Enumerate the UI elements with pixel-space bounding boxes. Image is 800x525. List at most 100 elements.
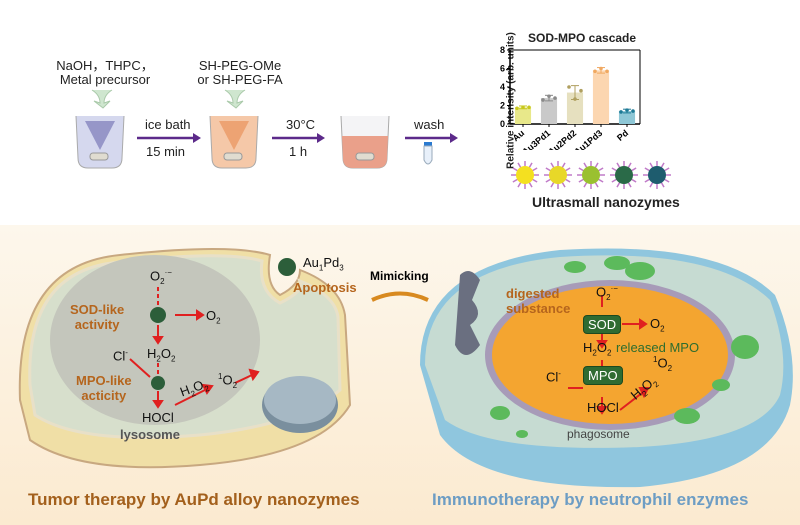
data-point bbox=[515, 106, 519, 111]
chart-title: SOD-MPO cascade bbox=[528, 31, 637, 45]
chem-symbol: O bbox=[150, 268, 161, 284]
reaction-arrows bbox=[568, 295, 650, 415]
beaker-icon bbox=[209, 115, 259, 169]
data-point bbox=[619, 110, 623, 114]
mimicking-arc bbox=[371, 291, 429, 302]
superoxide-label: O2·− bbox=[150, 268, 172, 286]
granule-icon bbox=[674, 408, 700, 424]
reagents-label-1: NaOH，THPC， Metal precursor bbox=[50, 59, 160, 87]
granule-icon bbox=[712, 379, 730, 391]
bar bbox=[592, 70, 610, 124]
sod-like-label: SOD-like activity bbox=[70, 302, 124, 332]
nanozyme-particle-icon bbox=[278, 258, 296, 276]
data-point bbox=[521, 105, 525, 110]
data-point bbox=[605, 69, 609, 74]
chem-symbol: O bbox=[222, 372, 233, 388]
data-point bbox=[547, 94, 551, 99]
o2-label: O2 bbox=[206, 308, 221, 326]
down-arrow-icon bbox=[91, 89, 113, 109]
chem-symbol: O bbox=[206, 308, 217, 323]
hocl-label: HOCl bbox=[587, 400, 619, 415]
label-line: SOD-like bbox=[70, 302, 125, 317]
bar bbox=[540, 98, 558, 124]
data-point bbox=[527, 105, 531, 110]
lysosome-label: lysosome bbox=[120, 427, 180, 442]
apoptosis-label: Apoptosis bbox=[293, 280, 357, 295]
reagents-line: NaOH，THPC， bbox=[56, 58, 154, 73]
singlet-oxygen-label: 1O2 bbox=[653, 355, 673, 373]
granule-icon bbox=[625, 262, 655, 280]
beaker-icon bbox=[340, 115, 390, 169]
o2-label: O2 bbox=[650, 316, 665, 334]
chloride-label: Cl- bbox=[546, 369, 561, 385]
singlet-oxygen-label: 1O2 bbox=[218, 372, 238, 390]
chem-symbol: H bbox=[147, 346, 157, 361]
granule-icon bbox=[564, 261, 586, 273]
data-point bbox=[593, 69, 597, 74]
y-tick-label: 4 bbox=[500, 82, 505, 92]
bar bbox=[618, 111, 636, 124]
right-panel-title: Immunotherapy by neutrophil enzymes bbox=[432, 490, 749, 509]
h2o2-label: H2O2 bbox=[147, 346, 176, 364]
label-line: substance bbox=[506, 301, 571, 316]
x-tick-label: Au bbox=[511, 128, 527, 143]
nanozyme-particle-icon bbox=[511, 161, 539, 189]
chem-sub: 3 bbox=[339, 263, 344, 273]
y-tick-label: 0 bbox=[500, 119, 505, 129]
step1-top-label: ice bath bbox=[145, 117, 191, 132]
data-point bbox=[541, 98, 545, 102]
granule-icon bbox=[604, 256, 630, 270]
particle-label: Au1Pd3 bbox=[303, 255, 344, 273]
y-tick-label: 8 bbox=[500, 45, 505, 55]
granule-icon bbox=[490, 406, 510, 420]
cells-graphic bbox=[18, 248, 793, 488]
nanozyme-particle-icon bbox=[643, 161, 671, 189]
x-tick-label: Au3Pd1 bbox=[520, 128, 552, 150]
left-panel-title: Tumor therapy by AuPd alloy nanozymes bbox=[28, 490, 360, 509]
process-arrow-icon bbox=[272, 133, 325, 143]
nanozyme-particle-icon bbox=[544, 161, 572, 189]
label-line: activity bbox=[74, 317, 120, 332]
reagents-label-2: SH-PEG-OMe or SH-PEG-FA bbox=[185, 59, 295, 87]
label-line: acticity bbox=[81, 388, 127, 403]
mimicking-label: Mimicking bbox=[370, 269, 429, 283]
reaction-arrows bbox=[129, 287, 260, 409]
nanozyme-particle-icon bbox=[577, 161, 605, 189]
chem-symbol: Cl bbox=[113, 348, 126, 364]
tube-icon bbox=[423, 142, 433, 165]
data-point bbox=[553, 96, 557, 100]
data-point bbox=[567, 85, 571, 89]
beaker-icon bbox=[75, 115, 125, 169]
digested-substance-label: digested substance bbox=[506, 286, 570, 316]
sod-enzyme-badge: SOD bbox=[583, 315, 622, 334]
phagosome-label: phagosome bbox=[567, 427, 630, 441]
hocl-label: HOCl bbox=[142, 410, 174, 425]
label-line: digested bbox=[506, 286, 560, 301]
data-point bbox=[579, 88, 583, 93]
step2-bottom-label: 1 h bbox=[289, 144, 308, 159]
step1-bottom-label: 15 min bbox=[146, 144, 186, 159]
nanozyme-particle-icon bbox=[151, 376, 165, 390]
mpo-enzyme-badge: MPO bbox=[583, 366, 623, 385]
mpo-like-label: MPO-like acticity bbox=[76, 373, 132, 403]
nanozymes-title: Ultrasmall nanozymes bbox=[532, 194, 680, 210]
x-tick-label: Pd bbox=[615, 128, 630, 143]
data-point bbox=[631, 109, 635, 113]
bar bbox=[566, 92, 584, 124]
x-tick-label: Au1Pd3 bbox=[572, 128, 604, 150]
nanozyme-row bbox=[511, 161, 671, 189]
data-point bbox=[625, 108, 629, 112]
reagents-line: SH-PEG-OMe bbox=[198, 58, 282, 73]
down-arrow-icon bbox=[224, 89, 246, 109]
nanozyme-particle-icon bbox=[150, 307, 166, 323]
chem-sub: 1 bbox=[318, 263, 324, 273]
neutrophil-cell bbox=[420, 248, 793, 488]
superoxide-label: O2·− bbox=[596, 284, 618, 302]
h2o2-label: H2O2 bbox=[583, 340, 612, 358]
process-arrow-icon bbox=[137, 133, 201, 143]
reagents-line: or SH-PEG-FA bbox=[197, 72, 283, 87]
y-tick-label: 2 bbox=[500, 101, 505, 111]
data-point bbox=[599, 66, 603, 71]
process-arrow-icon bbox=[405, 133, 458, 143]
